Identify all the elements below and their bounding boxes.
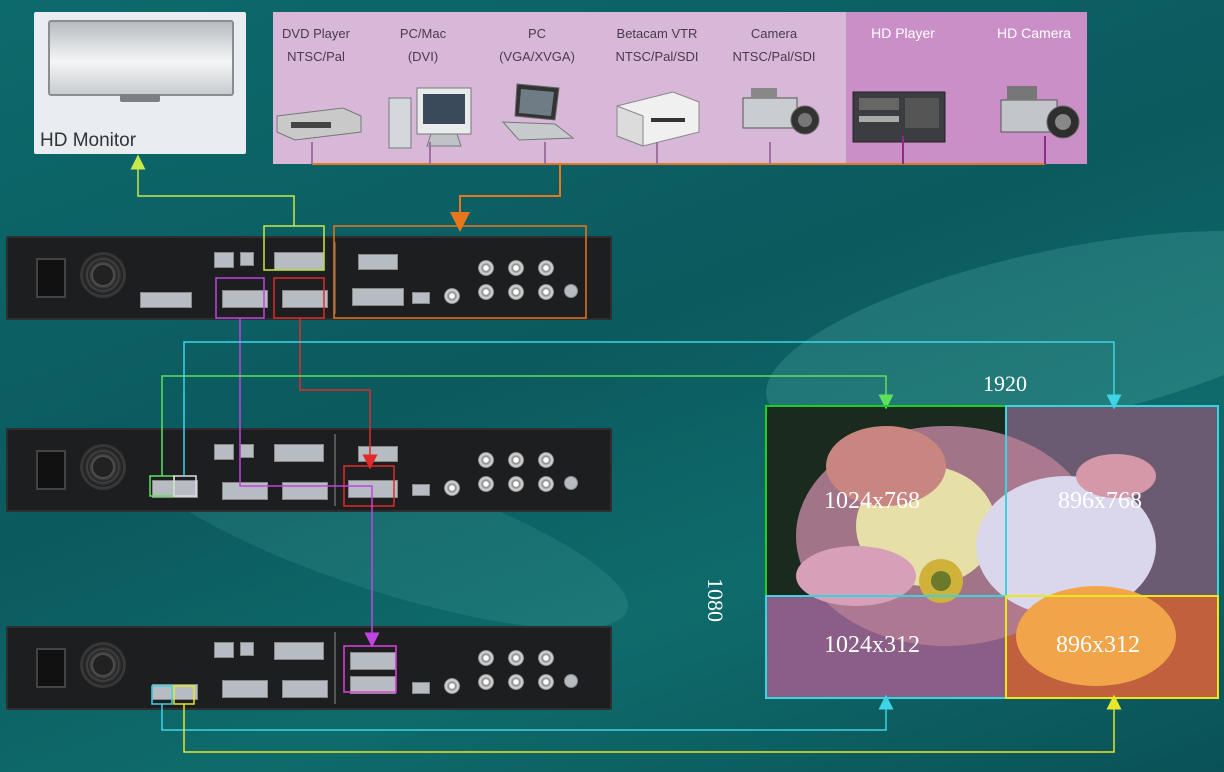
wire-monitor	[138, 162, 294, 226]
source-bus	[312, 136, 1045, 222]
wire-cyan-top	[184, 342, 1114, 476]
highlight-box-cyan	[174, 476, 196, 496]
wire-yellow	[184, 702, 1114, 752]
tile-border-top-left	[766, 406, 1006, 596]
highlight-box-yellow	[174, 686, 194, 704]
wire-green	[162, 376, 886, 476]
highlight-box-yellowgreen	[264, 226, 324, 270]
highlight-box-green	[150, 476, 174, 496]
tile-border-top-right	[1006, 406, 1218, 596]
highlight-box-orange	[334, 226, 586, 318]
wire-red	[300, 318, 370, 462]
highlight-box-purple	[216, 278, 264, 318]
tile-border-bottom-right	[1006, 596, 1218, 698]
wire-purple	[240, 318, 372, 640]
highlight-box-red	[274, 278, 324, 318]
wire-cyan-bottom	[162, 702, 886, 730]
highlight-box-cyan	[152, 686, 172, 704]
highlight-box-magenta	[344, 646, 396, 692]
tile-border-bottom-left	[766, 596, 1006, 698]
